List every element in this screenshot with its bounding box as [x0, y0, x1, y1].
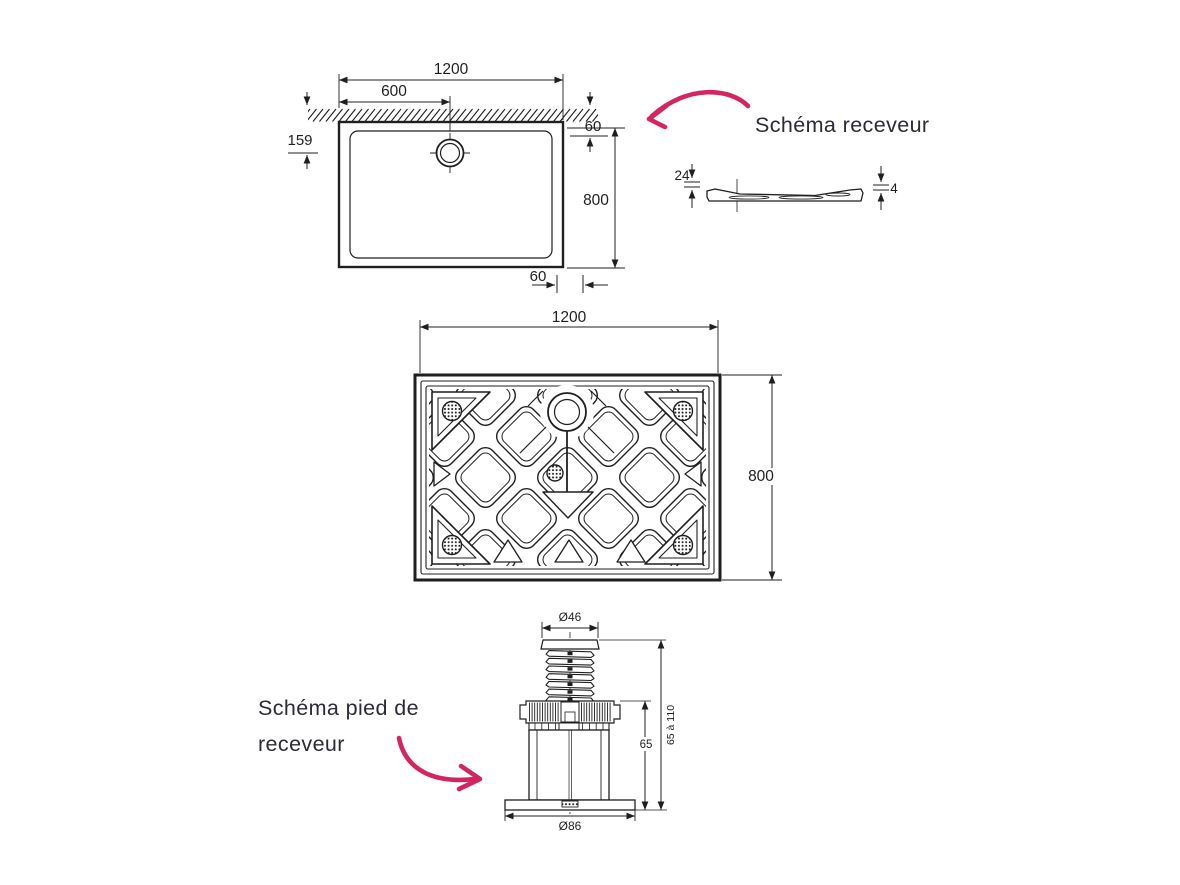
dim-4-label: 4 — [890, 181, 898, 196]
underside-view-figure: 1200 — [413, 310, 782, 582]
drain-symbol — [430, 133, 470, 173]
dim-800-label: 800 — [583, 192, 609, 209]
dim-top-width: 1200 — [338, 61, 564, 120]
profile-view-figure: 24 4 — [674, 164, 898, 212]
pied-heading-line2: receveur — [258, 732, 345, 757]
dim-159-label: 159 — [287, 132, 312, 149]
tray-inner-rim — [349, 130, 553, 259]
tray-cross-section — [706, 179, 864, 212]
dim-top-right-60: 60 — [570, 92, 608, 152]
dim-left-159: 159 — [287, 92, 318, 169]
dim-60-top-label: 60 — [585, 118, 602, 135]
foot-adjust-nut — [519, 700, 651, 724]
top-view-figure: 1200 600 159 60 800 60 — [287, 61, 625, 293]
dim-underside-width: 1200 — [419, 310, 719, 373]
dim-600-label: 600 — [381, 83, 407, 100]
dim-foot-base-diameter: Ø86 — [504, 810, 636, 833]
dim-60-bottom-label: 60 — [530, 268, 547, 285]
curved-arrow-receveur-icon — [646, 89, 751, 130]
foot-view-figure: Ø46 Ø86 65 — [504, 610, 678, 833]
dim-1200-label: 1200 — [434, 61, 469, 78]
grip-pads — [441, 400, 694, 556]
dim-24-label: 24 — [674, 168, 690, 183]
dim-4: 4 — [873, 166, 898, 210]
underside-drain — [519, 385, 615, 519]
foot-collar — [528, 722, 610, 731]
dim-o46-label: Ø46 — [559, 610, 582, 624]
dim-o86-label: Ø86 — [559, 819, 582, 833]
dim-65-110-label: 65 à 110 — [665, 705, 677, 745]
dim-foot-range: 65 à 110 — [657, 640, 678, 810]
dim-underside-depth: 800 — [722, 374, 782, 581]
dim-65-label: 65 — [640, 739, 653, 751]
underside-frame-1 — [420, 380, 715, 575]
dim-underside-1200-label: 1200 — [552, 310, 587, 326]
edge-triangles — [433, 461, 702, 563]
dim-bottom-60: 60 — [530, 268, 608, 293]
dim-24: 24 — [674, 164, 700, 208]
pied-heading: Schéma pied de receveur — [258, 690, 478, 762]
foot-body — [528, 729, 610, 801]
receveur-heading: Schéma receveur — [755, 113, 930, 137]
foot-cap — [540, 639, 600, 650]
dim-foot-65: 65 — [635, 701, 667, 811]
dim-foot-top-diameter: Ø46 — [541, 610, 599, 638]
foot-base — [504, 799, 636, 811]
pied-heading-line1: Schéma pied de — [258, 696, 419, 720]
wall-hatch — [308, 108, 598, 122]
dim-drain-offset: 600 — [339, 83, 451, 131]
curved-arrow-pied-icon — [396, 735, 483, 792]
foot-thread — [545, 650, 595, 705]
dim-underside-800-label: 800 — [748, 468, 774, 485]
dim-right-depth: 800 — [567, 127, 625, 269]
